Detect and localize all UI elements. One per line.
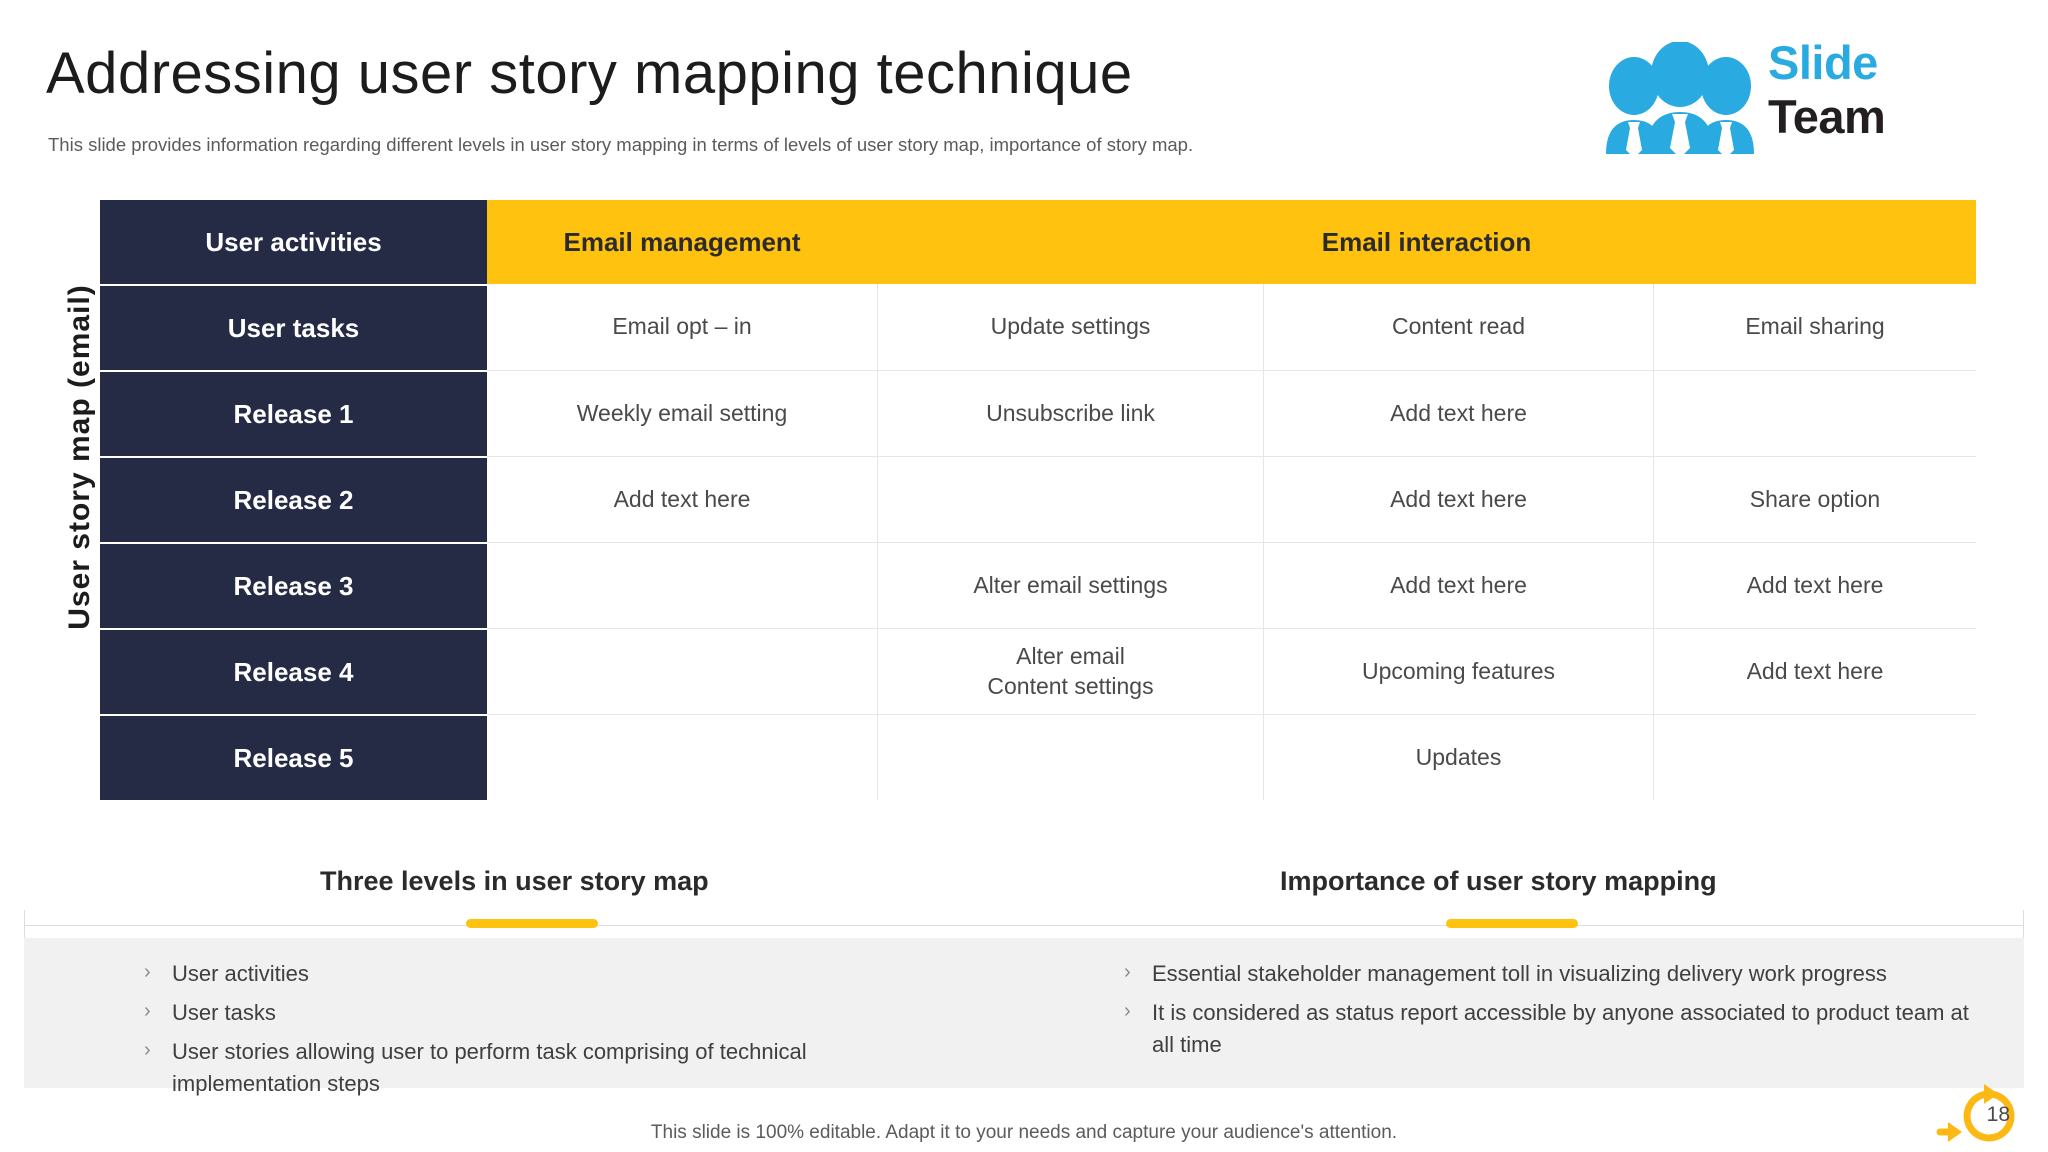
list-item-label: User activities <box>172 961 309 986</box>
table-cell <box>487 543 877 628</box>
list-item: › User stories allowing user to perform t… <box>144 1036 944 1100</box>
table-cell: Updates <box>1263 715 1653 800</box>
chevron-right-icon: › <box>1124 999 1131 1022</box>
table-cell <box>487 715 877 800</box>
group-header-email-management: Email management <box>563 226 801 257</box>
list-item-label: It is considered as status report access… <box>1152 999 1969 1057</box>
table-row: Release 5 Updates <box>100 714 1976 800</box>
list-item-label: User stories allowing user to perform ta… <box>172 1038 807 1096</box>
left-edge-mask <box>0 0 10 1152</box>
table-cell <box>877 457 1263 542</box>
row-header: User tasks <box>100 284 487 370</box>
table-cell: Alter email settings <box>877 543 1263 628</box>
section-divider-cap-left <box>24 910 25 940</box>
bullet-list-left: › User activities › User tasks › User stories… <box>144 958 944 1107</box>
table-cell: Content read <box>1263 284 1653 370</box>
table-cell: Add text here <box>1263 457 1653 542</box>
table-corner-header: User activities <box>100 200 487 284</box>
list-item-label: Essential stakeholder management toll in… <box>1152 961 1887 986</box>
accent-underline-right <box>1446 919 1578 928</box>
table-cell: Share option <box>1653 457 1976 542</box>
footer-note: This slide is 100% editable. Adapt it to… <box>650 1122 1398 1143</box>
table-cell <box>1653 715 1976 800</box>
bullet-list-right: › Essential stakeholder management toll i… <box>1124 958 1984 1068</box>
table-cell: Add text here <box>1653 629 1976 714</box>
group-header-email-interaction: Email interaction <box>1321 226 1532 257</box>
table-cell: Add text here <box>1263 371 1653 456</box>
logo-wordmark: Slide Team <box>1768 36 1886 143</box>
table-cell: Add text here <box>1263 543 1653 628</box>
section-divider <box>24 925 2024 926</box>
table-header-row: User activities Email management Email i… <box>100 200 1976 284</box>
page-title: Addressing user story mapping technique <box>46 41 1133 106</box>
row-header: Release 2 <box>100 456 487 542</box>
table-cell: Add text here <box>613 485 751 512</box>
table-cell: Upcoming features <box>1263 629 1653 714</box>
list-item: › Essential stakeholder management toll i… <box>1124 958 1984 990</box>
table-row: Release 1 Weekly email setting Unsubscribe… <box>100 370 1976 456</box>
row-header: Release 3 <box>100 542 487 628</box>
list-item: › User tasks <box>144 997 944 1029</box>
table-cell: Unsubscribe link <box>877 371 1263 456</box>
row-cells: Updates <box>487 714 1976 800</box>
bottom-panel: › User activities › User tasks › User stories… <box>24 938 2024 1096</box>
table-cell: Email sharing <box>1653 284 1976 370</box>
user-story-map-table: User activities Email management Email i… <box>100 200 1976 800</box>
list-item: › It is considered as status report acces… <box>1124 997 1984 1061</box>
chevron-right-icon: › <box>144 1038 151 1061</box>
section-titles: Three levels in user story map Importanc… <box>0 866 2048 922</box>
row-header: Release 1 <box>100 370 487 456</box>
table-group-headers: Email management Email interaction <box>487 200 1976 284</box>
table-cell: Update settings <box>877 284 1263 370</box>
row-header: Release 5 <box>100 714 487 800</box>
circular-arrows-icon <box>1936 1084 2015 1142</box>
list-item-label: User tasks <box>172 999 276 1025</box>
section-title-right: Importance of user story mapping <box>1280 866 1717 896</box>
table-cell <box>877 715 1263 800</box>
table-cell: Add text here <box>1653 543 1976 628</box>
chevron-right-icon: › <box>1124 961 1131 983</box>
section-title-left: Three levels in user story map <box>320 866 709 896</box>
row-header: Release 4 <box>100 628 487 714</box>
chevron-right-icon: › <box>144 999 151 1022</box>
page-subtitle: This slide provides information regardin… <box>48 134 1194 155</box>
section-divider-cap-right <box>2023 910 2024 940</box>
logo-word-slide: Slide <box>1768 36 1878 89</box>
logo-word-team: Team <box>1768 89 1886 143</box>
table-cell <box>487 629 877 714</box>
list-item: › User activities <box>144 958 944 990</box>
slideteam-logo: Slide Team <box>1600 36 1920 158</box>
three-people-icon <box>1606 42 1754 154</box>
table-cell: Email opt – in <box>612 313 752 340</box>
page-number: 18 <box>1986 1103 2010 1126</box>
chevron-right-icon: › <box>144 961 151 983</box>
vertical-axis-label: User story map (email) <box>63 284 96 630</box>
table-cell <box>1653 371 1976 456</box>
accent-underline-left <box>466 919 598 928</box>
table-cell: Weekly email setting <box>576 399 788 426</box>
